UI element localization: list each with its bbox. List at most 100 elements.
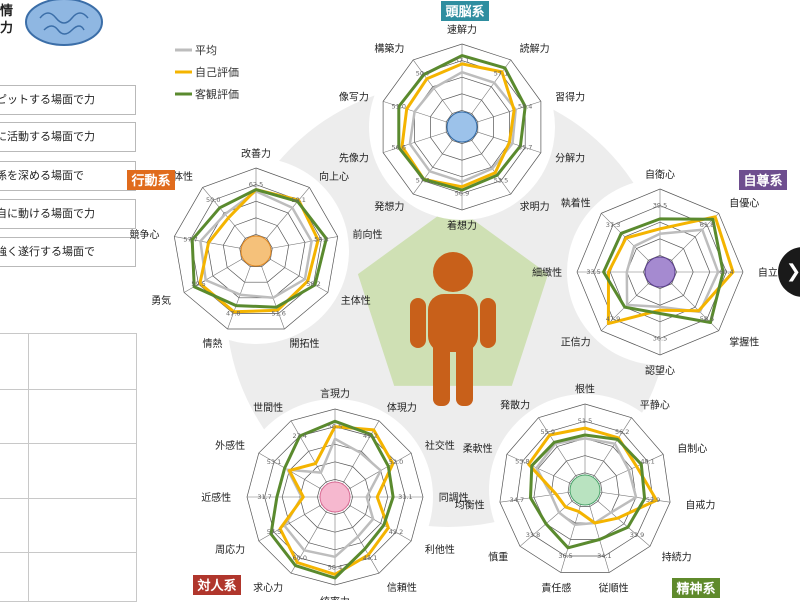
- series-line-objective: [269, 419, 395, 580]
- average-value-label: 58.5: [700, 315, 714, 323]
- average-value-label: 53.5: [494, 177, 508, 185]
- next-button[interactable]: ❯: [778, 247, 800, 297]
- radar-title: 自尊系: [743, 173, 782, 189]
- radar-grid-ring: [222, 217, 290, 283]
- radar-title: 精神系: [676, 581, 715, 597]
- axis-label: 慎重: [488, 551, 508, 564]
- series-line-average: [408, 70, 517, 184]
- axis-label: 改善力: [241, 147, 271, 160]
- average-value-label: 47.8: [226, 309, 240, 317]
- average-value-label: 57.1: [494, 69, 508, 77]
- axis-label: 社交性: [425, 439, 455, 452]
- average-value-label: 51.6: [271, 309, 285, 317]
- average-value-label: 60.0: [293, 554, 307, 562]
- axis-label: 発散力: [500, 399, 530, 412]
- average-value-label: 56.6: [392, 144, 406, 152]
- axis-label: 発想力: [374, 200, 404, 213]
- axis-label: 外感性: [215, 439, 245, 452]
- left-title-line-1: 情: [0, 4, 14, 19]
- brain-logo-icon: [25, 0, 103, 46]
- average-value-label: 56.9: [455, 189, 469, 197]
- series-line-average: [283, 437, 382, 559]
- average-value-label: 47.9: [606, 315, 620, 323]
- average-value-label: 55.7: [518, 144, 532, 152]
- radar-title-badge: [127, 170, 175, 190]
- category-row-4[interactable]: 自に動ける場面で力: [0, 199, 136, 229]
- average-value-label: 34.1: [597, 552, 611, 560]
- average-value-label: 27.4: [293, 432, 307, 440]
- category-row-2[interactable]: に活動する場面で力: [0, 122, 136, 152]
- chevron-right-icon: ❯: [786, 261, 800, 282]
- axis-label: 平静心: [640, 399, 670, 412]
- axis-label: 読解力: [520, 42, 550, 55]
- axis-label: 向上心: [319, 170, 349, 183]
- axis-label: 同調性: [439, 491, 469, 504]
- axis-label: 像写力: [339, 91, 369, 104]
- average-value-label: 49.1: [640, 457, 654, 465]
- series-line-objective: [190, 188, 328, 309]
- category-row-label: ピットする場面で力: [0, 93, 95, 106]
- average-value-label: 50.0: [206, 196, 220, 204]
- average-value-label: 33.9: [630, 531, 644, 539]
- radar-grid-ring: [239, 234, 273, 267]
- series-line-objective: [529, 433, 647, 550]
- runner-icon: [240, 235, 272, 267]
- series-line-objective: [397, 54, 527, 192]
- legend-label-objective: 客観評価: [195, 87, 239, 101]
- average-value-label: 53.8: [515, 457, 529, 465]
- axis-label: 求明力: [520, 200, 550, 213]
- axis-label: 細緻性: [532, 266, 562, 279]
- radar-title-badge: [672, 578, 720, 598]
- person-icon: [410, 252, 496, 406]
- average-value-label: 62.5: [249, 181, 263, 189]
- axis-label: 自戒力: [685, 498, 715, 511]
- axis-label: 自制心: [677, 442, 707, 455]
- axis-label: 主体性: [341, 294, 371, 307]
- average-value-label: 31.1: [398, 493, 412, 501]
- average-value-label: 52.0: [389, 458, 403, 466]
- category-row-1[interactable]: ピットする場面で力: [0, 85, 136, 115]
- average-value-label: 61.8: [700, 221, 714, 229]
- category-row-5[interactable]: 強く遂行する場面で: [0, 237, 136, 267]
- category-row-3[interactable]: 係を深める場面で: [0, 161, 136, 191]
- category-row-label: に活動する場面で力: [0, 130, 95, 143]
- axis-label: 情熱: [203, 337, 223, 350]
- radar-3: 51.556.249.152.933.934.136.533.834.753.8…: [455, 383, 720, 598]
- axis-label: 自衛心: [645, 168, 675, 181]
- average-value-label: 51.5: [578, 417, 592, 425]
- series-line-average: [199, 189, 313, 300]
- average-value-label: 45.1: [363, 554, 377, 562]
- radar-title-badge: [193, 575, 241, 595]
- axis-label: 利他性: [425, 543, 455, 556]
- axis-label: 責任感: [541, 581, 571, 594]
- average-value-label: 39.5: [653, 202, 667, 210]
- average-value-label: 42.2: [389, 528, 403, 536]
- axis-label: 柔軟性: [463, 442, 493, 455]
- radar-grid-ring: [206, 200, 306, 299]
- radar-grid-ring: [567, 472, 603, 507]
- axis-label: 掌握性: [729, 335, 759, 348]
- legend-label-self: 自己評価: [195, 65, 239, 79]
- average-value-label: 58.1: [291, 196, 305, 204]
- series-line-self: [527, 426, 658, 525]
- axis-label: 周応力: [215, 543, 245, 556]
- average-value-label: 37.3: [606, 221, 620, 229]
- axis-label: 言現力: [320, 387, 350, 400]
- average-value-label: 34.7: [510, 496, 524, 504]
- axis-label: 速解力: [447, 23, 477, 36]
- average-value-label: 50.7: [416, 69, 430, 77]
- average-value-label: 58.4: [328, 563, 342, 571]
- axis-label: 開拓性: [290, 337, 320, 350]
- axis-label: 前向性: [353, 228, 383, 241]
- axis-label: 習得力: [555, 91, 585, 104]
- axis-label: 従順性: [599, 581, 629, 594]
- average-value-label: 53.1: [267, 458, 281, 466]
- series-line-self: [278, 425, 395, 576]
- average-value-label: 58.2: [306, 280, 320, 288]
- axis-label: 構築力: [374, 42, 404, 55]
- average-value-label: 33.8: [526, 531, 540, 539]
- average-value-label: 59.5: [191, 280, 205, 288]
- axis-label: 勇気: [151, 294, 171, 307]
- axis-label: 体現力: [387, 401, 417, 414]
